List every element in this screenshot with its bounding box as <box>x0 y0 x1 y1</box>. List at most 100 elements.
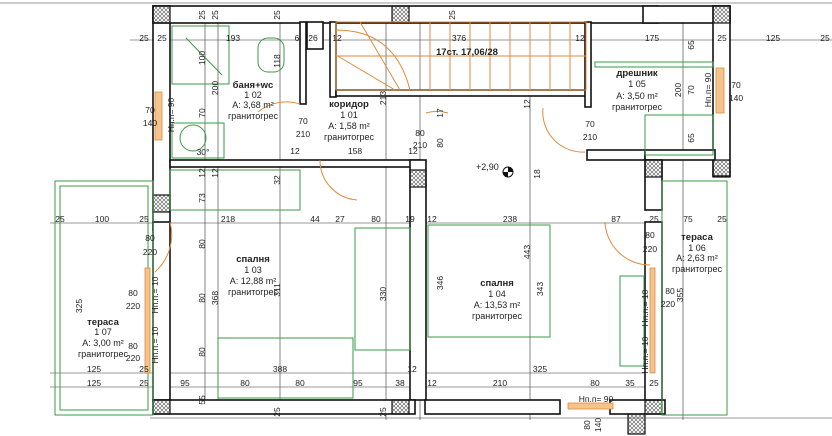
svg-text:гранитогрес: гранитогрес <box>228 111 279 121</box>
dim-label: 80 <box>415 128 425 138</box>
dim-label: 175 <box>645 33 659 43</box>
svg-text:1 04: 1 04 <box>488 289 506 299</box>
dim-label: 325 <box>74 299 84 313</box>
level-mark-text: +2,90 <box>476 162 499 172</box>
svg-text:тераса: тераса <box>681 232 713 243</box>
dim-label: 12 <box>408 146 418 156</box>
dim-label: 193 <box>226 33 240 43</box>
dim-label: 18 <box>532 169 542 179</box>
dim-label: Нп.п.= 10 <box>640 336 650 373</box>
dim-label: 210 <box>583 132 597 142</box>
wardrobe-2 <box>594 61 714 68</box>
dim-label: 140 <box>593 418 603 432</box>
dim-label: 25 <box>197 10 207 20</box>
dim-label: 70 <box>686 85 696 95</box>
dim-label: 80 <box>582 420 592 430</box>
dim-label: 12 <box>290 146 300 156</box>
dim-label: 80 <box>128 288 138 298</box>
svg-text:1 07: 1 07 <box>94 327 112 337</box>
bed-1 <box>217 337 354 399</box>
dim-label: 158 <box>348 146 362 156</box>
dim-label: 118 <box>272 54 282 68</box>
room-bathroom: баня+wc 1 02 A: 3,68 m² гранитогрес <box>228 80 279 121</box>
dim-label: 343 <box>535 282 545 296</box>
level-marker: +2,90 <box>476 162 514 178</box>
dim-label: 38 <box>395 378 405 388</box>
dim-label: 80 <box>145 233 155 243</box>
dim-label: Нп.п= 90 <box>703 72 713 107</box>
svg-text:1 01: 1 01 <box>340 110 358 120</box>
svg-text:гранитогрес: гранитогрес <box>324 132 375 142</box>
dim-label: 200 <box>210 81 220 95</box>
dim-label: 80 <box>128 341 138 351</box>
dim-label: 19 <box>405 214 415 224</box>
dim-label: 25 <box>717 33 727 43</box>
dim-label: 12 <box>575 33 585 43</box>
dim-label: 80 <box>435 138 445 148</box>
room-bedroom-104: спалня 1 04 A: 13,53 m² гранитогрес <box>472 278 523 321</box>
bed-2 <box>427 224 551 338</box>
dim-label: 210 <box>493 378 507 388</box>
wardrobe-1 <box>169 169 301 211</box>
dim-label: 12 <box>210 168 220 178</box>
dim-label: 220 <box>126 301 140 311</box>
dim-label: 25 <box>820 33 830 43</box>
svg-text:A: 12,88 m²: A: 12,88 m² <box>230 276 277 286</box>
svg-text:A: 1,58 m²: A: 1,58 m² <box>328 121 370 131</box>
room-terrace-107: тераса 1 07 A: 3,00 m² гранитогрес <box>78 317 129 359</box>
dim-label: 12 <box>197 168 207 178</box>
svg-text:A: 3,68 m²: A: 3,68 m² <box>232 100 274 110</box>
dim-label: 25 <box>139 33 149 43</box>
svg-text:1 05: 1 05 <box>628 79 646 89</box>
svg-text:1 06: 1 06 <box>688 243 706 253</box>
dim-label: 12 <box>427 378 437 388</box>
dim-label: 44 <box>310 214 320 224</box>
dim-label: 70 <box>298 116 308 126</box>
walls <box>152 5 731 435</box>
svg-text:A: 13,53 m²: A: 13,53 m² <box>474 300 521 310</box>
room-bedroom-103: спалня 1 03 A: 12,88 m² гранитогрес <box>228 254 279 297</box>
svg-text:гранитогрес: гранитогрес <box>472 311 523 321</box>
dim-label: 12 <box>522 99 532 109</box>
dim-label: 25 <box>649 378 659 388</box>
dim-label: 30° <box>197 147 210 157</box>
svg-text:1 02: 1 02 <box>244 90 262 100</box>
dim-label: 355 <box>675 288 685 302</box>
dim-label: 95 <box>180 378 190 388</box>
dim-label: 25 <box>139 214 149 224</box>
dim-label: 140 <box>729 93 743 103</box>
stair-label: 17ст. 17,06/28 <box>436 47 498 58</box>
dim-label: 25 <box>55 214 65 224</box>
dim-label: 87 <box>611 214 621 224</box>
dim-label: 6 <box>295 33 300 43</box>
svg-text:гранитогрес: гранитогрес <box>228 287 279 297</box>
room-closet: дрешник 1 05 A: 3,50 m² гранитогрес <box>612 68 663 112</box>
dim-label: 70 <box>145 105 155 115</box>
room-corridor: коридор 1 01 A: 1,58 m² гранитогрес <box>324 99 375 142</box>
dim-label: 346 <box>435 276 445 290</box>
dim-label: 25 <box>272 10 282 20</box>
dim-label: 35 <box>625 378 635 388</box>
dim-label: 125 <box>87 364 101 374</box>
dim-label: 210 <box>296 129 310 139</box>
svg-text:коридор: коридор <box>329 99 369 110</box>
dim-label: Нп.п.= 10 <box>150 276 160 313</box>
dim-label: 25 <box>272 407 282 417</box>
dim-label: 12 <box>407 364 417 374</box>
room-terrace-106: тераса 1 06 A: 2,63 m² гранитогрес <box>672 232 723 274</box>
dim-label: 25 <box>210 10 220 20</box>
dim-label: 220 <box>126 353 140 363</box>
dim-label: 80 <box>240 378 250 388</box>
dim-label: 55 <box>197 395 207 405</box>
dim-label: 25 <box>649 214 659 224</box>
dim-label: 95 <box>353 378 363 388</box>
svg-text:спалня: спалня <box>480 278 514 289</box>
dim-label: 73 <box>197 193 207 203</box>
dim-label: 25 <box>139 364 149 374</box>
dim-label: 325 <box>533 364 547 374</box>
svg-text:дрешник: дрешник <box>616 68 658 79</box>
dim-label: 140 <box>143 118 157 128</box>
svg-text:A: 2,63 m²: A: 2,63 m² <box>676 253 718 263</box>
dim-label: 25 <box>717 214 727 224</box>
